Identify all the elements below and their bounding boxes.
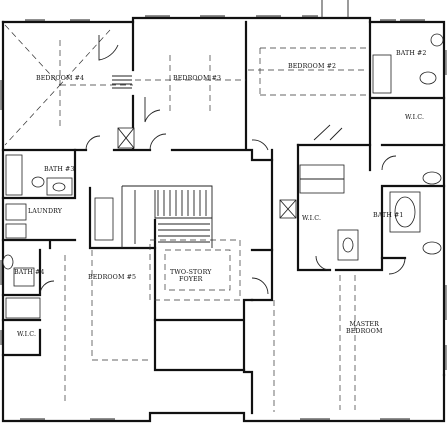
room-label-bedroom-4: BEDROOM #4 [36,75,85,82]
foyer-line-2: FOYER [178,275,203,283]
room-label-bedroom-2: BEDROOM #2 [288,63,337,70]
room-label-two-story-foyer: TWO-STORY FOYER [170,269,212,284]
room-label-wic-bottom: W.I.C. [17,331,37,338]
room-label-wic-master: W.I.C. [405,114,425,121]
room-label-bath-4: BATH #4 [14,269,45,276]
foyer-line-1: TWO-STORY [170,269,212,276]
room-label-bath-2: BATH #2 [396,50,427,57]
room-label-bedroom-3: BEDROOM #3 [173,75,222,82]
fixtures [2,33,444,319]
room-label-laundry: LAUNDRY [28,208,62,215]
closets [94,75,345,241]
room-label-wic-center: W.I.C. [302,215,322,222]
master-line-1: MASTER [349,321,379,328]
ceiling-lines [4,24,368,412]
room-label-master-bedroom: MASTER BEDROOM [346,321,383,336]
stair [121,185,213,248]
room-label-bedroom-5: BEDROOM #5 [88,274,137,281]
doors [39,35,406,296]
room-label-bath-3: BATH #3 [44,166,75,173]
interior-walls [1,20,446,415]
room-label-bath-1: BATH #1 [373,212,404,219]
windows [0,15,447,420]
master-line-2: BEDROOM [346,327,383,335]
